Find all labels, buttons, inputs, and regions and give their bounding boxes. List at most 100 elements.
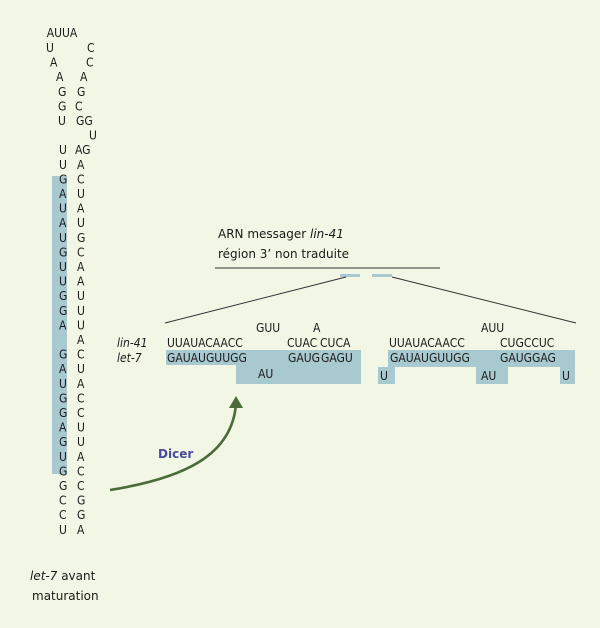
duplex1-lin41-label: lin-41 [117, 336, 147, 350]
duplex1-let7-seq-2: GAUG [288, 351, 320, 365]
hairpin-loop-top: AUUA [47, 26, 78, 40]
hairpin-left-nt: G [59, 172, 67, 186]
hairpin-right-nt: U [77, 318, 85, 332]
hairpin-left-nt: U [59, 202, 67, 216]
hairpin-right-nt: A [80, 70, 88, 84]
duplex1-highlight-2 [236, 350, 361, 384]
hairpin-left-nt: U [59, 523, 67, 537]
hairpin-left-nt: U [59, 260, 67, 274]
hairpin-left-nt: A [59, 362, 67, 376]
hairpin-left-nt: C [59, 494, 67, 508]
hairpin-left-nt: U [59, 450, 67, 464]
hairpin-right-nt: A [77, 450, 85, 464]
duplex2-bottom-mid: AU [481, 369, 496, 383]
duplex1-bottom-bulge: AU [258, 367, 273, 381]
duplex1-top-bulge-2: A [313, 321, 321, 335]
mrna-site-1 [340, 274, 360, 277]
duplex1-top-bulge-1: GUU [256, 321, 280, 335]
hairpin-left-nt: A [59, 187, 67, 201]
hairpin-left-nt: G [59, 245, 67, 259]
zoom-line-right [391, 276, 577, 324]
hairpin-caption: let-7 avant [30, 569, 96, 583]
hairpin-right-nt: A [77, 333, 85, 347]
hairpin-left-nt: G [59, 406, 67, 420]
hairpin-right-nt: C [77, 406, 85, 420]
duplex1-let7-seq-3: GAGU [321, 351, 353, 365]
hairpin-left-nt: G [58, 99, 66, 113]
hairpin-left-nt: C [59, 508, 67, 522]
duplex2-highlight-mid [476, 367, 508, 384]
hairpin-right-nt: U [77, 421, 85, 435]
hairpin-right-nt: U [89, 129, 97, 143]
hairpin-right-nt: C [87, 41, 95, 55]
hairpin-left-nt: G [59, 479, 67, 493]
hairpin-right-nt: U [77, 289, 85, 303]
duplex2-let7-seq-2: GAUGGAG [500, 351, 556, 365]
duplex2-highlight-right [560, 367, 575, 384]
duplex2-lin41-seq-2: CUGCCUC [500, 336, 554, 350]
duplex1-lin41-seq-1: UUAUACAACC [167, 336, 243, 350]
hairpin-right-nt: U [77, 435, 85, 449]
hairpin-left-nt: U [59, 143, 67, 157]
hairpin-left-nt: G [58, 85, 66, 99]
duplex2-highlight-left [378, 367, 395, 384]
hairpin-left-nt: U [59, 158, 67, 172]
hairpin-right-nt: A [77, 377, 85, 391]
duplex1-let7-label: let-7 [117, 351, 142, 365]
hairpin-right-nt: U [77, 362, 85, 376]
hairpin-left-nt: G [59, 304, 67, 318]
duplex2-top-bulge: AUU [481, 321, 504, 335]
hairpin-right-nt: G [77, 85, 85, 99]
hairpin-right-nt: C [75, 99, 83, 113]
hairpin-caption-rest: avant [57, 569, 95, 583]
hairpin-left-nt: U [59, 231, 67, 245]
duplex2-let7-seq-1: GAUAUGUUGG [390, 351, 470, 365]
dicer-arrow-head [229, 396, 243, 408]
zoom-line-left [164, 276, 347, 324]
mature-let7-highlight [52, 176, 67, 474]
dicer-label: Dicer [158, 447, 193, 461]
hairpin-left-nt: A [59, 421, 67, 435]
hairpin-right-nt: A [77, 275, 85, 289]
duplex2-bottom-right: U [562, 369, 570, 383]
hairpin-left-nt: U [59, 377, 67, 391]
hairpin-right-nt: C [86, 56, 94, 70]
duplex1-highlight-1 [166, 350, 236, 365]
hairpin-right-nt: U [77, 304, 85, 318]
hairpin-right-nt: AG [75, 143, 91, 157]
hairpin-right-nt: C [77, 464, 85, 478]
hairpin-right-nt: C [77, 348, 85, 362]
duplex2-lin41-seq-1: UUAUACAACC [389, 336, 465, 350]
hairpin-left-nt: G [59, 348, 67, 362]
duplex2-highlight-main [388, 350, 575, 367]
hairpin-right-nt: C [77, 479, 85, 493]
hairpin-right-nt: C [77, 172, 85, 186]
hairpin-left-nt: G [59, 435, 67, 449]
hairpin-right-nt: C [77, 245, 85, 259]
dicer-arrow [109, 403, 238, 492]
hairpin-left-nt: A [59, 318, 67, 332]
hairpin-caption-italic: let-7 [30, 569, 58, 583]
mrna-title: ARN messager lin-41 [218, 227, 344, 241]
hairpin-left-nt: A [59, 216, 67, 230]
duplex2-bottom-left: U [380, 369, 388, 383]
hairpin-left-nt: G [59, 391, 67, 405]
hairpin-left-nt: U [46, 41, 54, 55]
hairpin-right-nt: C [77, 391, 85, 405]
hairpin-right-nt: GG [76, 114, 93, 128]
mrna-site-2 [372, 274, 392, 277]
hairpin-right-nt: A [77, 523, 85, 537]
hairpin-right-nt: U [77, 187, 85, 201]
hairpin-left-nt: G [59, 464, 67, 478]
hairpin-left-nt: G [59, 289, 67, 303]
duplex1-lin41-seq-2: CUAC [287, 336, 317, 350]
hairpin-left-nt: A [56, 70, 64, 84]
hairpin-right-nt: A [77, 260, 85, 274]
hairpin-caption-line2: maturation [32, 589, 99, 603]
hairpin-left-nt: U [59, 275, 67, 289]
hairpin-right-nt: A [77, 158, 85, 172]
duplex1-lin41-seq-3: CUCA [320, 336, 351, 350]
